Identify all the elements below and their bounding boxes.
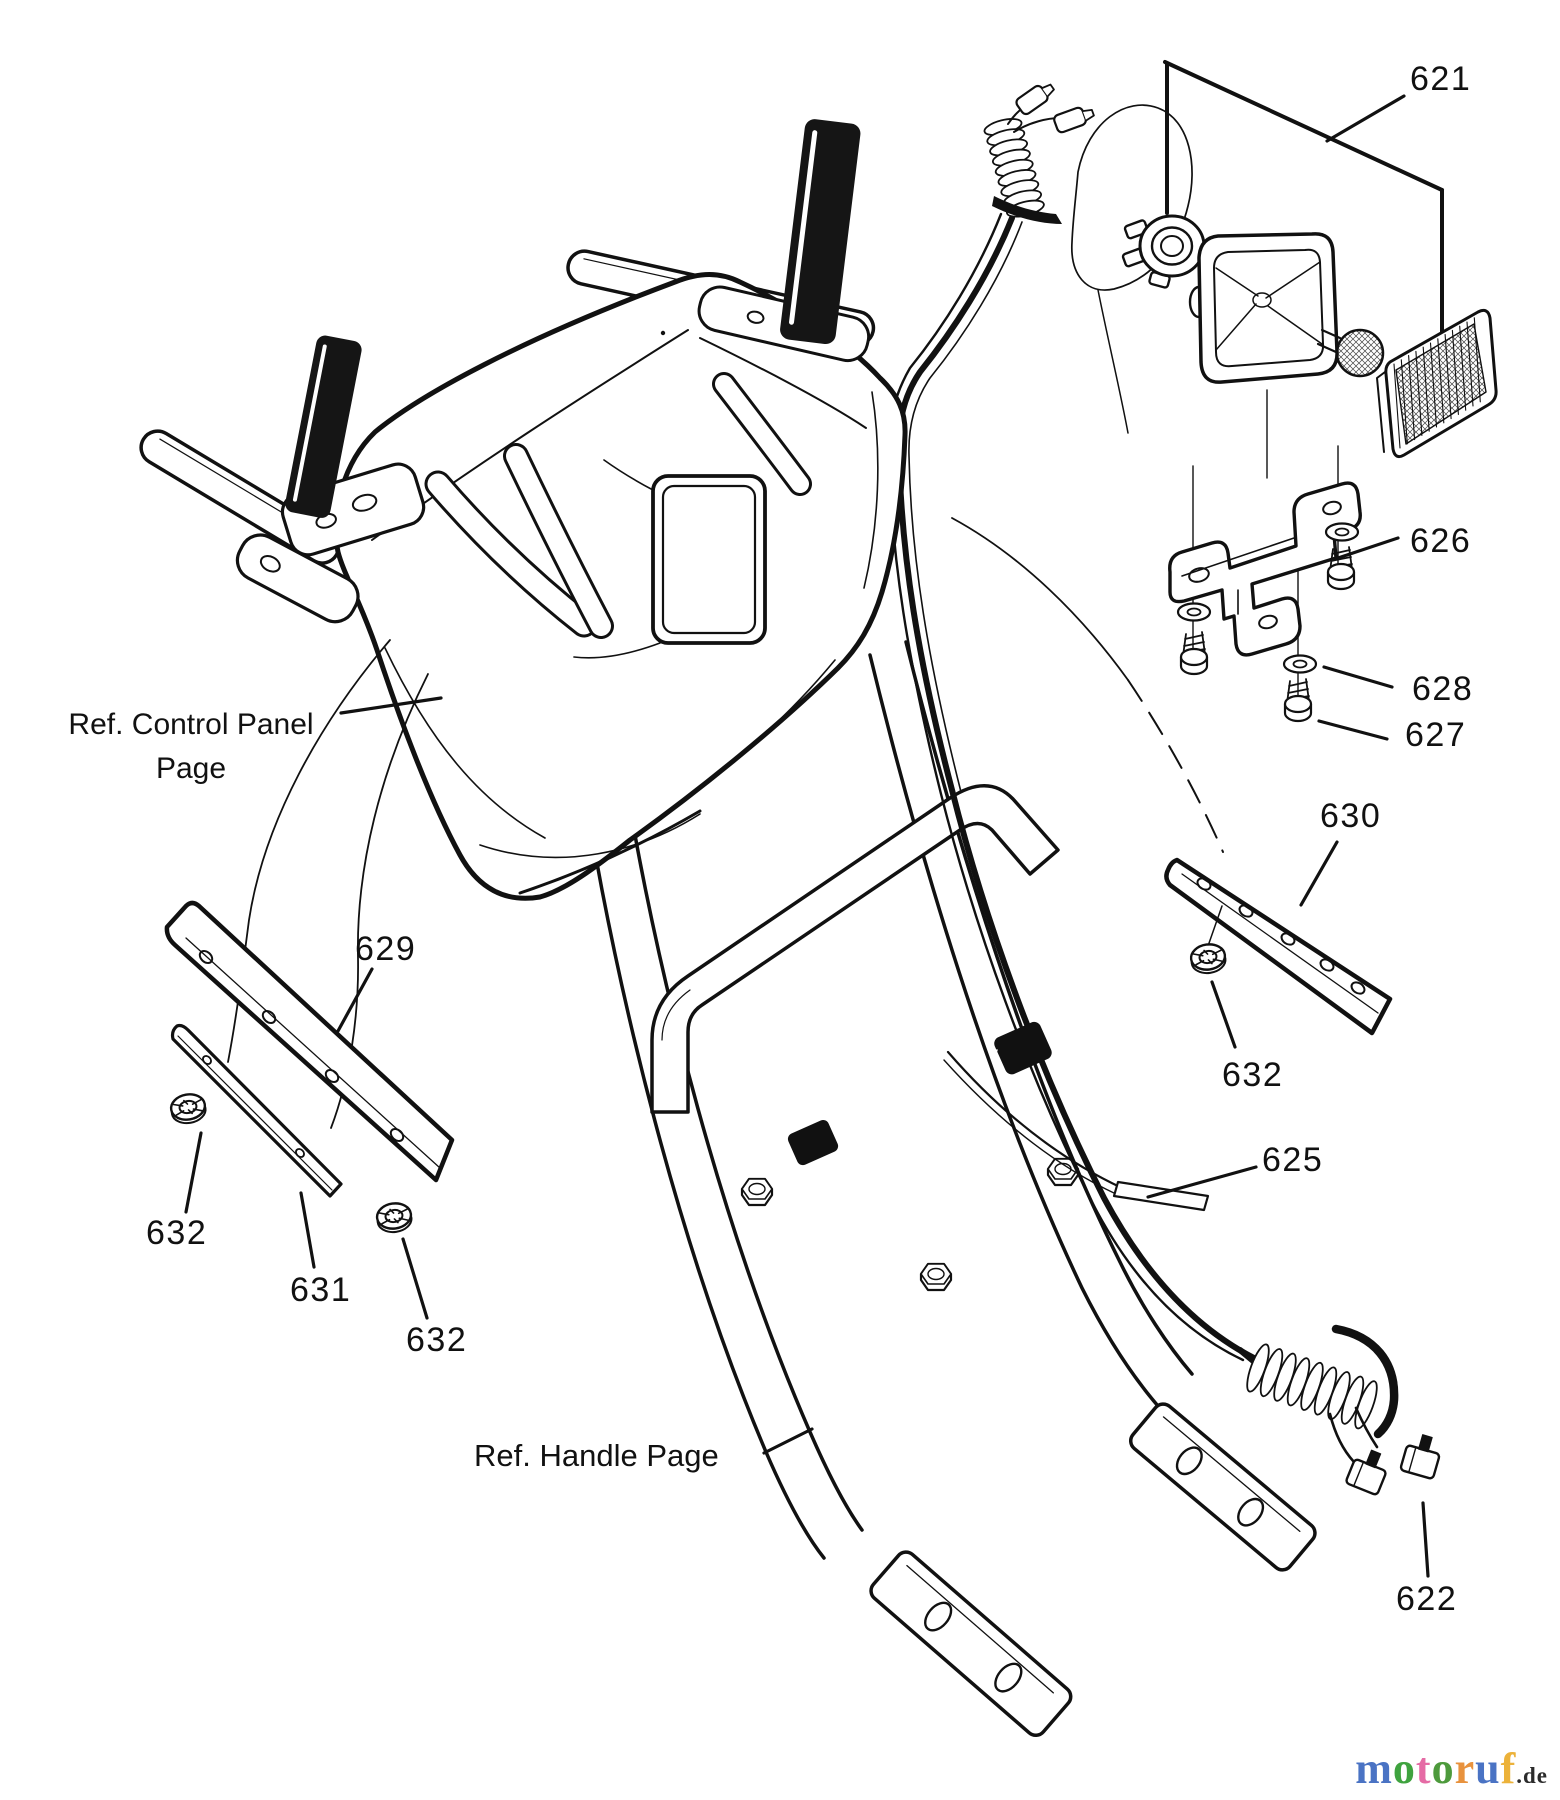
callout-628: 628: [1412, 670, 1474, 708]
wire-coil-top: [983, 77, 1097, 224]
headlight-housing: [1188, 232, 1339, 384]
ref-handle-page: Ref. Handle Page: [474, 1438, 719, 1473]
leader-627: [1317, 719, 1389, 741]
leader-ref-control-panel: [339, 696, 443, 715]
headlight-lens: [1376, 309, 1498, 458]
headlight-bulb: [1316, 328, 1385, 378]
leader-ref-handle: [762, 1427, 814, 1455]
handle-frame: [583, 640, 1317, 1738]
leader-622: [1421, 1501, 1430, 1578]
leader-629: [336, 967, 374, 1033]
callout-629: 629: [355, 930, 417, 968]
callout-626: 626: [1410, 522, 1472, 560]
cable-625: [943, 1050, 1210, 1212]
bolt: [740, 1177, 774, 1207]
ref-control-panel-line2: Page: [155, 752, 227, 785]
leader-621: [1325, 94, 1406, 143]
callout-632-left-lower: 632: [406, 1321, 468, 1359]
trim-strip-630: [1164, 857, 1393, 1036]
cable-caps: [787, 1021, 1052, 1166]
callout-621: 621: [1410, 60, 1472, 98]
left-foot: [869, 1550, 1073, 1738]
watermark-word: motoruf: [1355, 1744, 1517, 1793]
leader-631: [299, 1191, 316, 1269]
ref-control-panel-page: Ref. Control Panel Page: [48, 703, 334, 791]
leader-632-left-lower: [401, 1237, 429, 1320]
callout-630: 630: [1320, 797, 1382, 835]
callout-632-left-upper: 632: [146, 1214, 208, 1252]
leader-632-left-upper: [184, 1131, 203, 1214]
callout-622: 622: [1396, 1580, 1458, 1618]
headlight-panel: [1163, 60, 1444, 339]
leader-625: [1146, 1165, 1258, 1199]
console-opening: [573, 459, 767, 659]
leader-632-right: [1210, 980, 1237, 1049]
bolt: [919, 1262, 953, 1292]
handle-bracket: [280, 462, 426, 557]
handle-bracket-arm: [235, 533, 360, 624]
trim-strip-631: [170, 1023, 343, 1198]
right-foot: [1128, 1402, 1317, 1572]
leader-626: [1330, 536, 1400, 562]
callout-631: 631: [290, 1271, 352, 1309]
watermark: motoruf.de: [1355, 1743, 1548, 1794]
trim-strip-629: [164, 900, 455, 1183]
callout-625: 625: [1262, 1141, 1324, 1179]
headlight-socket: [1121, 214, 1206, 289]
callout-632-right: 632: [1222, 1056, 1284, 1094]
wire-harness-622: [1237, 1324, 1445, 1497]
leader-lines: [184, 94, 1430, 1578]
leader-630: [1299, 840, 1339, 907]
control-panel-console: [333, 272, 908, 901]
console-slots: [424, 372, 812, 639]
watermark-suffix: .de: [1516, 1763, 1548, 1788]
ref-control-panel-line1: Ref. Control Panel: [68, 708, 314, 741]
wiring-cables: [887, 212, 1265, 1365]
hand-grips: [235, 119, 871, 624]
callout-627: 627: [1405, 716, 1467, 754]
leader-628: [1322, 665, 1394, 689]
